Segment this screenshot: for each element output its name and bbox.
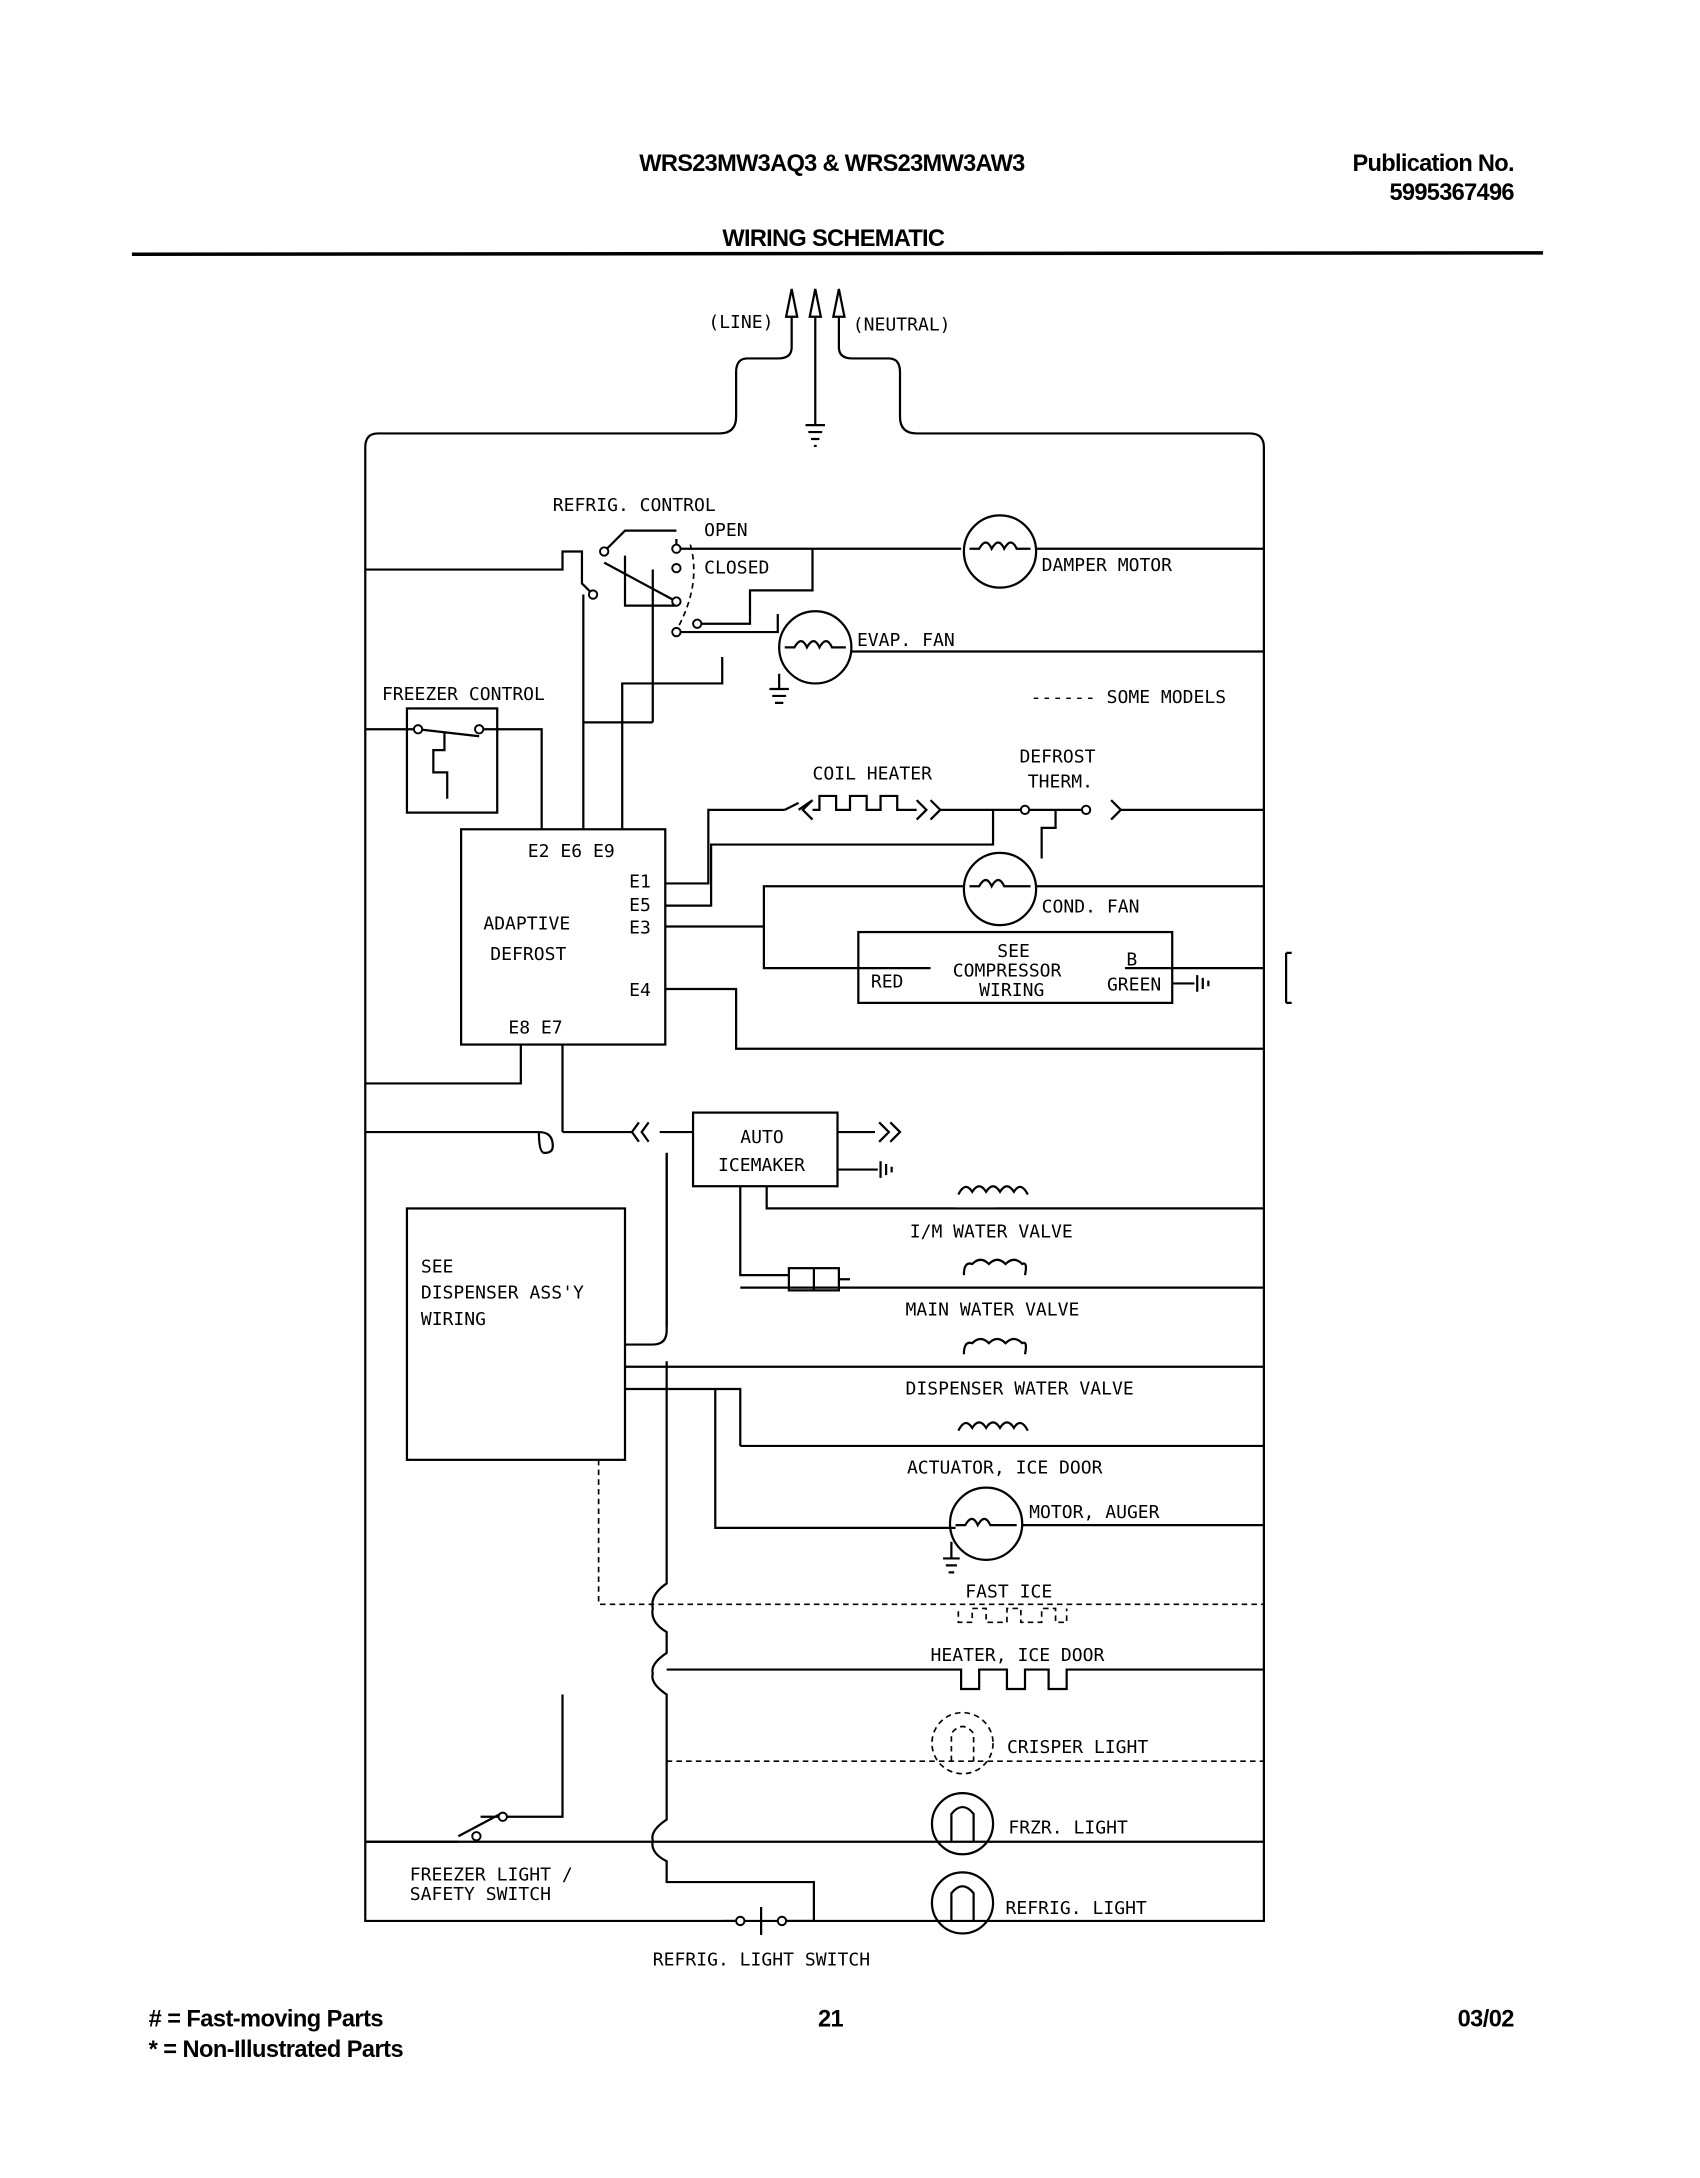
dispenser-label-2: DISPENSER ASS'Y (421, 1283, 584, 1304)
im-water-valve-label: I/M WATER VALVE (910, 1222, 1073, 1243)
fast-ice-label: FAST ICE (965, 1581, 1052, 1602)
terminals-e2-e6-e9: E2 E6 E9 (528, 841, 615, 862)
main-water-valve-label: MAIN WATER VALVE (906, 1299, 1080, 1320)
section-title: WIRING SCHEMATIC (722, 226, 945, 252)
publication-date: 03/02 (1458, 2007, 1515, 2033)
coil-heater-label: COIL HEATER (813, 763, 933, 784)
ground-icon (805, 316, 825, 448)
publication-number: 5995367496 (1390, 180, 1515, 206)
b-terminal-label: B (1126, 949, 1137, 970)
adaptive-defrost-control (365, 808, 1264, 1155)
cond-fan-icon (962, 851, 1264, 927)
freezer-switch-label-1: FREEZER LIGHT / (410, 1865, 573, 1886)
compressor-label-3: WIRING (979, 980, 1044, 1001)
compressor-wiring-box (857, 930, 1292, 1005)
damper-motor-label: DAMPER MOTOR (1042, 555, 1173, 576)
legend-fast-moving: # = Fast-moving Parts (149, 2007, 384, 2033)
terminal-e4: E4 (629, 980, 651, 1001)
dispenser-water-valve-label: DISPENSER WATER VALVE (906, 1379, 1134, 1400)
freezer-control-switch (365, 707, 543, 830)
dispenser-label-1: SEE (421, 1256, 454, 1277)
green-wire-label: GREEN (1107, 974, 1161, 995)
terminal-e3: E3 (629, 917, 651, 938)
freezer-control-label: FREEZER CONTROL (382, 684, 545, 705)
fast-ice-heater-icon (957, 1607, 1068, 1624)
refrig-light-switch-label: REFRIG. LIGHT SWITCH (653, 1949, 870, 1970)
adaptive-defrost-label-2: DEFROST (490, 944, 566, 965)
actuator-ice-door-label: ACTUATOR, ICE DOOR (907, 1458, 1103, 1479)
refrig-light-switch (722, 1907, 814, 1935)
ice-door-heater-icon (666, 1668, 1264, 1691)
legend-non-illustrated: * = Non-Illustrated Parts (149, 2037, 404, 2063)
coil-heater-icon (784, 794, 1264, 859)
line-label: (LINE) (708, 312, 773, 333)
header-rule (131, 251, 1544, 257)
neutral-label: (NEUTRAL) (853, 315, 951, 336)
bus-wire (651, 1152, 815, 1921)
model-title: WRS23MW3AQ3 & WRS23MW3AW3 (639, 151, 1025, 177)
dispenser-wiring-box (405, 1152, 1264, 1606)
refrig-light-label: REFRIG. LIGHT (1006, 1898, 1147, 1919)
publication-label: Publication No. (1352, 151, 1513, 177)
defrost-therm-label-1: DEFROST (1019, 747, 1095, 768)
page-number: 21 (818, 2007, 844, 2033)
icemaker-label-1: AUTO (740, 1127, 783, 1148)
terminals-e8-e7: E8 E7 (508, 1017, 562, 1038)
heater-ice-door-label: HEATER, ICE DOOR (931, 1645, 1105, 1666)
refrig-light-icon (930, 1871, 995, 1935)
motor-auger-icon (943, 1486, 1264, 1574)
dispenser-label-3: WIRING (421, 1309, 486, 1330)
crisper-light-label: CRISPER LIGHT (1007, 1737, 1148, 1758)
crisper-light-icon (666, 1711, 1264, 1775)
red-wire-label: RED (871, 972, 904, 993)
motor-auger-label: MOTOR, AUGER (1029, 1502, 1160, 1523)
refrig-control-switch (365, 529, 962, 830)
evap-fan-label: EVAP. FAN (857, 630, 955, 651)
adaptive-defrost-label-1: ADAPTIVE (483, 913, 570, 934)
freezer-light-safety-switch (365, 1694, 564, 1843)
compressor-label-2: COMPRESSOR (953, 961, 1062, 982)
refrig-control-label: REFRIG. CONTROL (553, 495, 716, 516)
evap-fan-icon (621, 610, 1264, 830)
freezer-switch-label-2: SAFETY SWITCH (410, 1884, 551, 1905)
damper-motor-icon (962, 514, 1264, 589)
closed-label: CLOSED (704, 558, 769, 579)
cond-fan-label: COND. FAN (1042, 897, 1140, 918)
some-models-legend: ------ SOME MODELS (1031, 687, 1227, 708)
open-label: OPEN (704, 520, 747, 541)
frzr-light-icon (365, 1792, 1264, 1856)
defrost-therm-label-2: THERM. (1028, 772, 1093, 793)
icemaker-label-2: ICEMAKER (718, 1155, 805, 1176)
compressor-label-1: SEE (997, 941, 1030, 962)
terminal-e1: E1 (629, 872, 651, 893)
frzr-light-label: FRZR. LIGHT (1008, 1817, 1128, 1838)
terminal-e5: E5 (629, 895, 651, 916)
valve-coils (625, 1185, 1264, 1448)
power-plug (364, 288, 1265, 1923)
